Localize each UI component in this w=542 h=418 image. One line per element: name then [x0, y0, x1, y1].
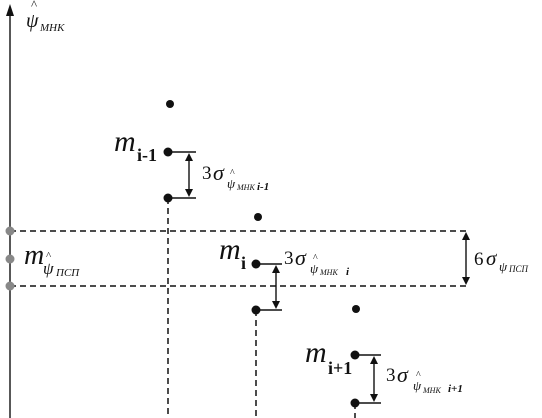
- sigma-subscript-method: МНК: [236, 183, 255, 192]
- sigma-psi: ψ: [310, 261, 319, 276]
- sigma-mult: 3: [202, 163, 212, 184]
- sigma-subscript-index: i: [346, 266, 350, 278]
- sigma-psi: ψ: [227, 176, 236, 191]
- sigma-hat: ^: [313, 253, 318, 264]
- estimate-dot: [166, 100, 174, 108]
- band-m-subscript: ПСП: [55, 267, 80, 279]
- sigma-mult: 3: [386, 365, 396, 386]
- mean-m: m: [114, 125, 136, 158]
- mean-m: m: [305, 336, 327, 369]
- axis-band-upper-dot: [5, 226, 15, 236]
- sigma-subscript-index: i+1: [448, 383, 463, 395]
- band-m-hat: ^: [46, 250, 52, 262]
- axis-band-lower-dot: [5, 281, 15, 291]
- band-m: m: [24, 240, 44, 271]
- group-i-minus-1: m i-1 3 σ ^ ψ МНК i-1: [114, 100, 269, 418]
- sigma-symbol: σ: [397, 362, 409, 387]
- band-sigma-subscript: ПСП: [508, 264, 529, 274]
- axis-label-subscript: МНК: [39, 22, 65, 34]
- band-sigma: σ: [486, 246, 498, 270]
- band-sigma-mult: 6: [474, 249, 484, 270]
- sigma-mult: 3: [284, 248, 294, 269]
- group-i: m i 3 σ ^ ψ МНК i: [219, 213, 350, 418]
- sigma-symbol: σ: [295, 245, 307, 270]
- mean-subscript: i: [241, 253, 246, 273]
- mean-subscript: i-1: [137, 145, 157, 165]
- sigma-psi: ψ: [413, 378, 422, 393]
- mean-m: m: [219, 233, 241, 266]
- band-m-psi: ψ: [43, 259, 54, 278]
- sigma-hat: ^: [416, 370, 421, 381]
- axis-label-psi: ψ: [26, 10, 39, 32]
- band-width-label: 6 σ ψ ПСП: [474, 246, 529, 274]
- group-i-plus-1: m i+1 3 σ ^ ψ МНК i+1: [305, 305, 463, 418]
- mean-subscript: i+1: [328, 358, 352, 378]
- axis-band-mid-dot: [5, 254, 15, 264]
- axis-label: ^ ψ МНК: [26, 0, 65, 34]
- sigma-subscript-method: МНК: [319, 268, 338, 277]
- sigma-symbol: σ: [213, 160, 225, 185]
- axis-arrowhead: [6, 4, 14, 16]
- axis-label-hat: ^: [31, 0, 37, 12]
- estimate-dot: [254, 213, 262, 221]
- sigma-subscript-method: МНК: [422, 386, 441, 395]
- band-mean-label: m ^ ψ ПСП: [24, 240, 80, 279]
- sigma-subscript-index: i-1: [257, 181, 269, 193]
- band-sigma-psi: ψ: [499, 259, 508, 274]
- sigma-hat: ^: [230, 168, 235, 179]
- estimate-dot: [352, 305, 360, 313]
